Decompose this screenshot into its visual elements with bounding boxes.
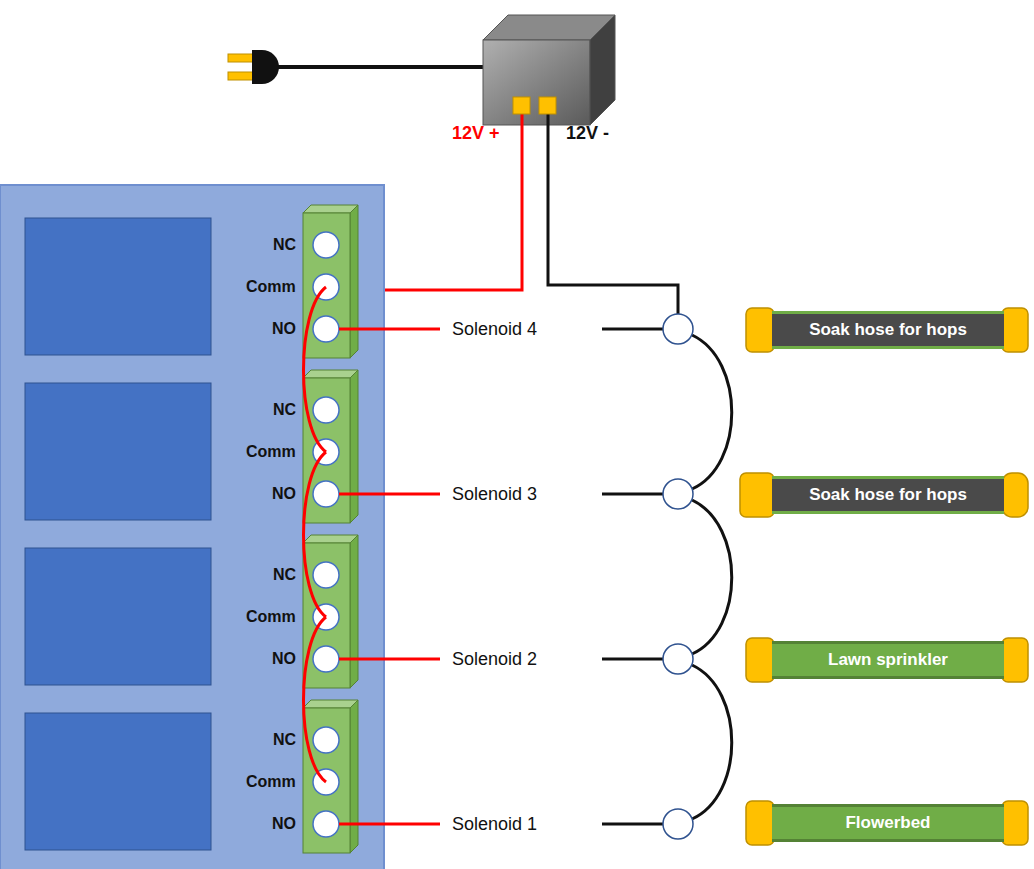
terminal-label: NC <box>273 401 296 419</box>
solenoid-label: Solenoid 4 <box>452 319 537 340</box>
hose-body: Lawn sprinkler <box>772 641 1004 679</box>
power-supply <box>483 15 615 125</box>
hose-label: Flowerbed <box>845 813 930 833</box>
terminal-blocks <box>303 205 358 853</box>
relay-output-wire <box>339 329 440 824</box>
hose-body: Soak hose for hops <box>772 311 1004 349</box>
terminal-label: Comm <box>246 608 296 626</box>
terminal-label: Comm <box>246 443 296 461</box>
terminal <box>513 97 530 114</box>
solenoid-label: Solenoid 2 <box>452 649 537 670</box>
relay-modules <box>25 218 211 850</box>
terminal-label: NO <box>272 320 296 338</box>
voltage-label: 12V - <box>566 123 609 144</box>
solenoid-return-wire <box>602 329 732 824</box>
terminal-label: NC <box>273 731 296 749</box>
terminal-label: NO <box>272 485 296 503</box>
wire-junction <box>663 314 693 839</box>
negative-wire <box>548 112 678 314</box>
hose-body: Flowerbed <box>772 804 1004 842</box>
relay-board <box>0 185 384 869</box>
terminal-label: NO <box>272 650 296 668</box>
voltage-label: 12V + <box>452 123 500 144</box>
hose-label: Lawn sprinkler <box>828 650 948 670</box>
hose-label: Soak hose for hops <box>809 320 967 340</box>
terminal-label: Comm <box>246 278 296 296</box>
hose-label: Soak hose for hops <box>809 485 967 505</box>
power-plug <box>228 50 484 84</box>
hose-fitting <box>740 308 1028 845</box>
terminal-label: Comm <box>246 773 296 791</box>
terminal-label: NO <box>272 815 296 833</box>
terminal <box>539 97 556 114</box>
solenoid-label: Solenoid 1 <box>452 814 537 835</box>
solenoid-label: Solenoid 3 <box>452 484 537 505</box>
terminal-label: NC <box>273 236 296 254</box>
terminal-label: NC <box>273 566 296 584</box>
hose-body: Soak hose for hops <box>772 476 1004 514</box>
common-jumper <box>304 287 327 782</box>
